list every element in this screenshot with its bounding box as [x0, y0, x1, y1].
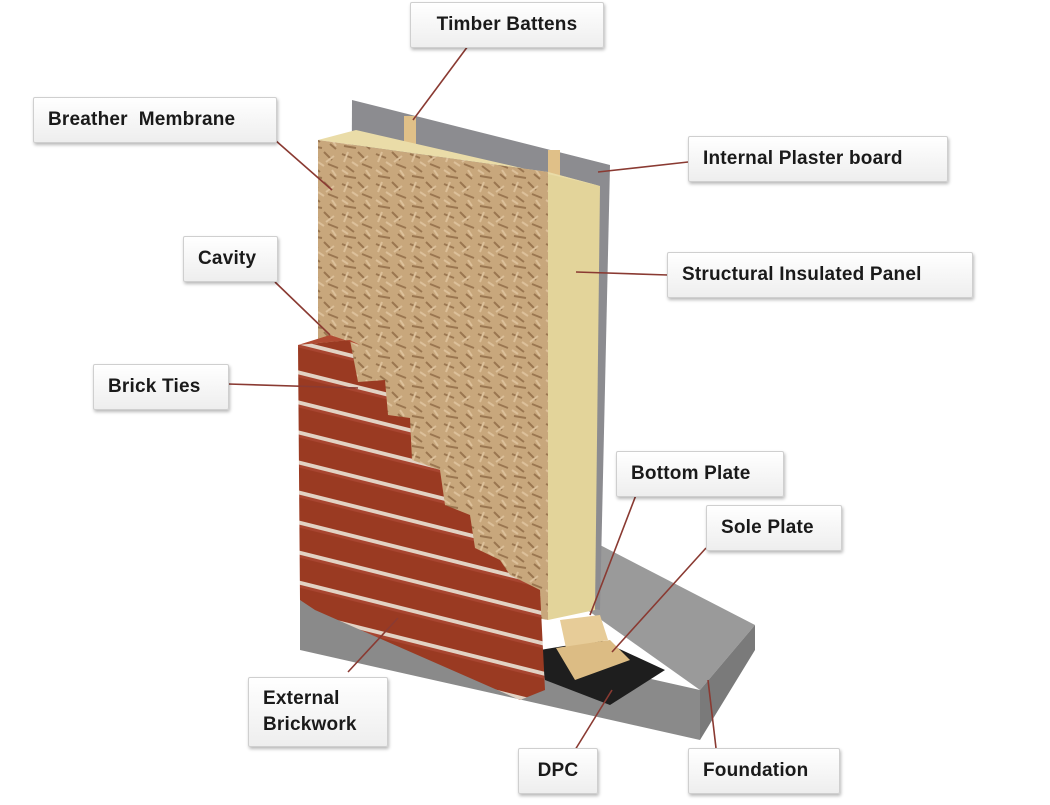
insulation-top: [318, 130, 600, 186]
label-breather-membrane: Breather Membrane: [33, 97, 277, 143]
brick-wall-top: [298, 335, 360, 345]
bottom-plate: [560, 615, 608, 648]
brick-wall: [298, 340, 545, 700]
label-bottom-plate: Bottom Plate: [616, 451, 784, 497]
label-dpc: DPC: [518, 748, 598, 794]
label-external-brickwork-text: External Brickwork: [263, 688, 357, 735]
label-timber-battens: Timber Battens: [410, 2, 604, 48]
label-external-brickwork: External Brickwork: [248, 677, 388, 747]
insulation-core: [548, 172, 600, 620]
timber-batten-1: [404, 116, 416, 146]
label-sole-plate: Sole Plate: [706, 505, 842, 551]
label-cavity: Cavity: [183, 236, 278, 282]
label-brick-ties: Brick Ties: [93, 364, 229, 410]
label-foundation: Foundation: [688, 748, 840, 794]
label-internal-plaster-board: Internal Plaster board: [688, 136, 948, 182]
timber-batten-2: [548, 150, 560, 180]
label-structural-insulated-panel: Structural Insulated Panel: [667, 252, 973, 298]
